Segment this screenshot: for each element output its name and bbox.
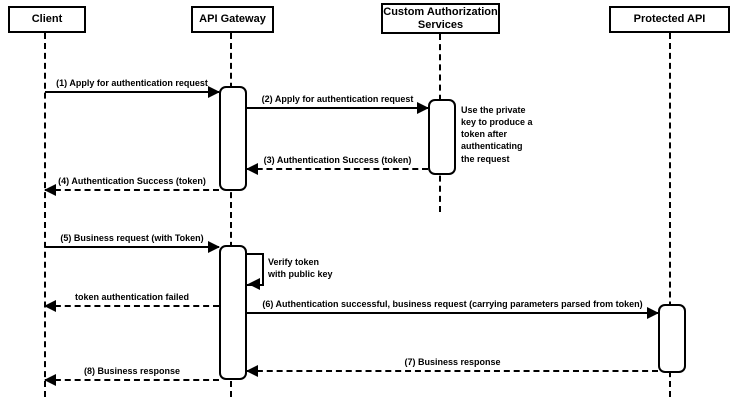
- message-5-line: [45, 246, 219, 248]
- arrowhead-icon: [246, 163, 258, 175]
- lifeline-api-gateway: [230, 33, 232, 397]
- message-2-label: (2) Apply for authentication request: [261, 94, 414, 105]
- message-7-label: (7) Business response: [404, 357, 501, 368]
- arrowhead-icon: [44, 374, 56, 386]
- actor-protected-api-label: Protected API: [633, 13, 706, 26]
- note-private-key: Use the private key to produce a token a…: [461, 105, 533, 164]
- message-4-label: (4) Authentication Success (token): [58, 176, 206, 187]
- actor-custom-auth-label: Custom Authorization Services: [383, 5, 498, 31]
- activation-protected-api: [658, 304, 686, 373]
- message-1-label: (1) Apply for authentication request: [56, 78, 208, 89]
- message-1-line: [45, 91, 219, 93]
- message-5-label: (5) Business request (with Token): [60, 233, 204, 244]
- message-6-line: [247, 312, 658, 314]
- message-2-line: [247, 107, 428, 109]
- arrowhead-icon: [647, 307, 659, 319]
- arrowhead-icon: [248, 278, 260, 290]
- actor-client: Client: [8, 6, 86, 33]
- activation-api-gateway-business: [219, 245, 247, 380]
- message-token-failed-line: [45, 305, 219, 307]
- actor-protected-api: Protected API: [609, 6, 730, 33]
- self-message-verify-label: Verify token with public key: [268, 257, 333, 280]
- message-6-label: (6) Authentication successful, business …: [262, 299, 643, 310]
- activation-api-gateway-auth: [219, 86, 247, 191]
- arrowhead-icon: [208, 86, 220, 98]
- message-4-line: [45, 189, 219, 191]
- lifeline-client: [44, 33, 46, 397]
- message-3-label: (3) Authentication Success (token): [263, 155, 412, 166]
- message-token-failed-label: token authentication failed: [74, 292, 190, 303]
- arrowhead-icon: [44, 300, 56, 312]
- message-8-line: [45, 379, 219, 381]
- arrowhead-icon: [44, 184, 56, 196]
- message-7-line: [247, 370, 658, 372]
- actor-api-gateway: API Gateway: [191, 6, 274, 33]
- actor-client-label: Client: [31, 13, 63, 26]
- message-3-line: [247, 168, 428, 170]
- lifeline-protected-api: [669, 33, 671, 397]
- message-8-label: (8) Business response: [83, 366, 181, 377]
- arrowhead-icon: [208, 241, 220, 253]
- activation-custom-auth: [428, 99, 456, 175]
- arrowhead-icon: [246, 365, 258, 377]
- actor-custom-auth: Custom Authorization Services: [381, 3, 500, 34]
- actor-api-gateway-label: API Gateway: [199, 13, 266, 26]
- arrowhead-icon: [417, 102, 429, 114]
